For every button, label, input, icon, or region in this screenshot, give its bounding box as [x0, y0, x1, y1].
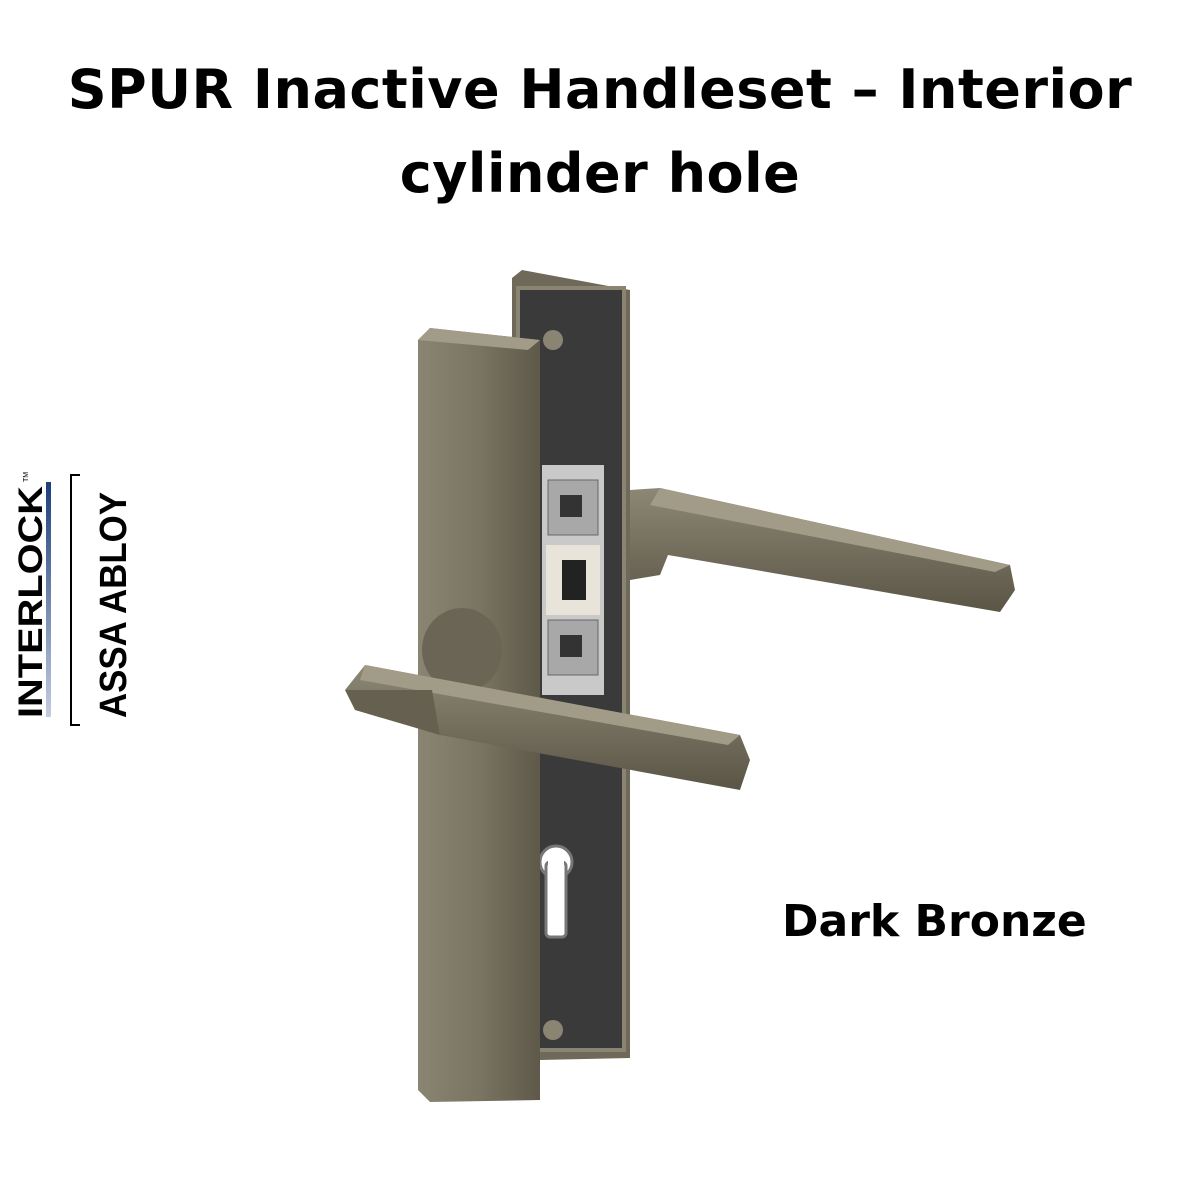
- title-line-1: SPUR Inactive Handleset – Interior: [67, 58, 1133, 121]
- svg-text:ASSA ABLOY: ASSA ABLOY: [93, 492, 135, 718]
- finish-label: Dark Bronze: [782, 896, 1087, 947]
- title-line-2: cylinder hole: [399, 142, 801, 205]
- svg-text:TM: TM: [23, 472, 30, 482]
- product-title: SPUR Inactive Handleset – Interior cylin…: [0, 48, 1200, 216]
- svg-text:INTERLOCK: INTERLOCK: [12, 485, 50, 718]
- interlock-assa-abloy-logo: INTERLOCK TM ASSA ABLOY: [12, 472, 135, 726]
- cylinder-hole: [538, 844, 574, 939]
